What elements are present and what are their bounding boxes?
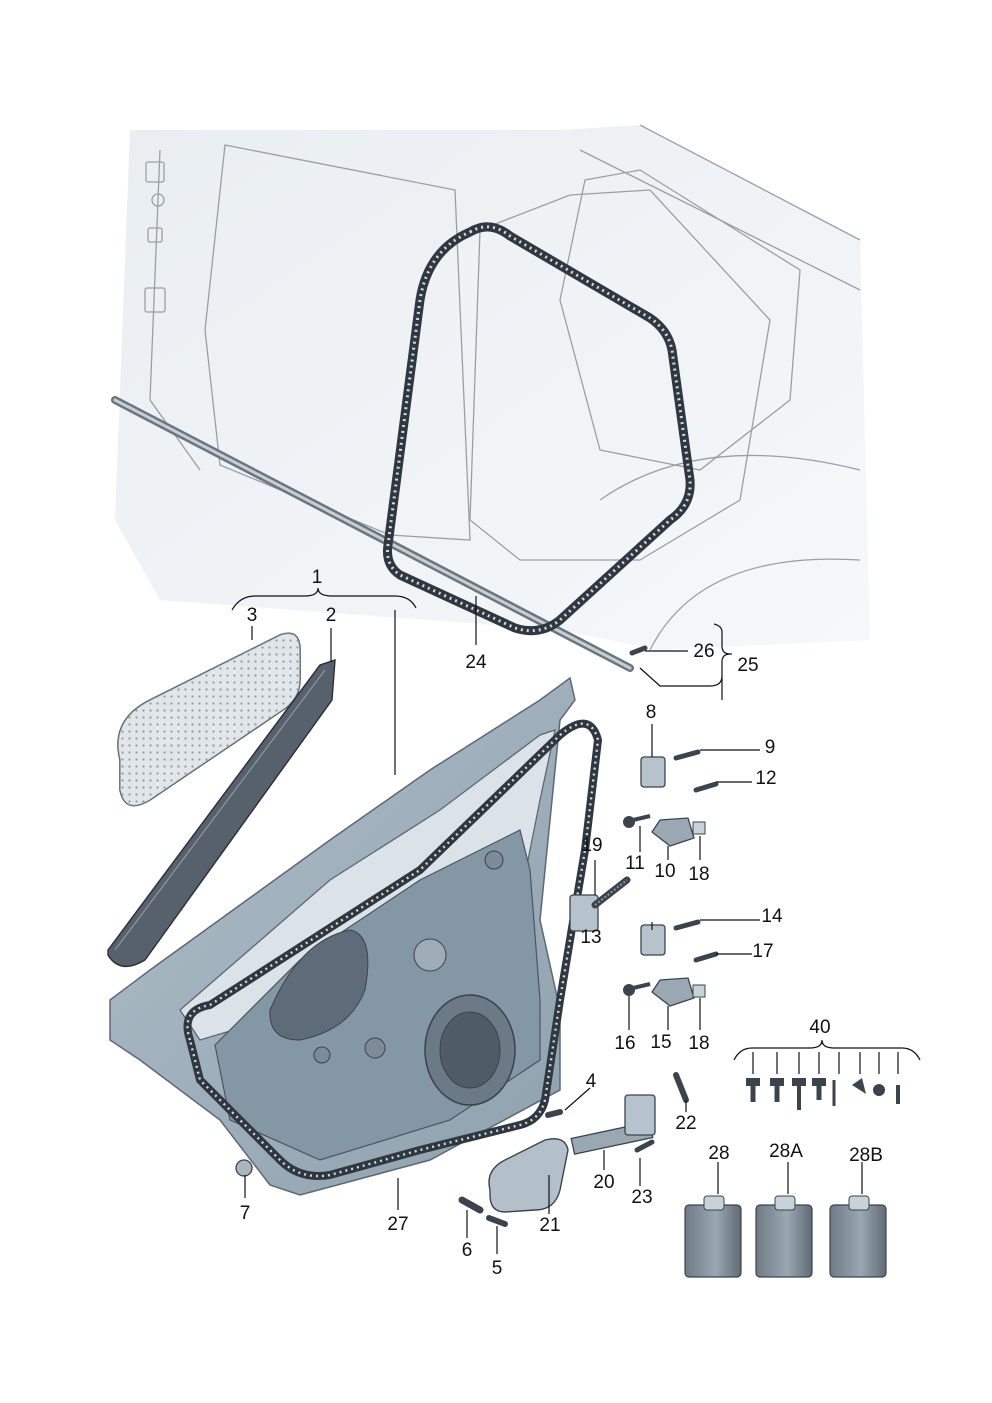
grease-container-28 xyxy=(684,1195,742,1278)
callout-28a: 28A xyxy=(769,1141,803,1162)
lower-hinge-assembly xyxy=(623,919,719,1007)
handle-housing xyxy=(488,1138,569,1213)
small-fasteners xyxy=(235,645,648,1227)
callout-24: 24 xyxy=(465,652,487,673)
callout-15: 15 xyxy=(650,1032,671,1053)
door-check-strap xyxy=(545,1072,689,1155)
callout-19: 19 xyxy=(581,835,602,856)
callout-4: 4 xyxy=(586,1071,597,1092)
callout-6: 6 xyxy=(462,1240,473,1261)
door-trim-strip-2 xyxy=(107,659,336,968)
callout-18-upper: 18 xyxy=(688,864,709,885)
callout-40: 40 xyxy=(809,1017,830,1038)
callout-10: 10 xyxy=(654,861,675,882)
callout-27: 27 xyxy=(387,1214,408,1235)
callout-11: 11 xyxy=(625,853,645,874)
door-striker-bolt xyxy=(569,876,631,932)
callout-12: 12 xyxy=(755,768,776,789)
callout-16: 16 xyxy=(614,1033,635,1054)
door-shell xyxy=(109,676,576,1196)
callout-8: 8 xyxy=(646,702,657,723)
car-body-outline xyxy=(115,124,870,651)
bolt-assortment xyxy=(746,1078,900,1110)
callout-labels: 1 3 2 24 26 25 8 9 12 19 11 10 18 14 13 … xyxy=(240,567,883,1279)
callout-18-lower: 18 xyxy=(688,1033,709,1054)
callout-13: 13 xyxy=(580,927,601,948)
callout-3: 3 xyxy=(247,605,258,626)
callout-17: 17 xyxy=(752,941,773,962)
callout-21: 21 xyxy=(539,1215,560,1236)
callout-9: 9 xyxy=(765,737,776,758)
callout-5: 5 xyxy=(492,1258,503,1279)
grease-container-28a xyxy=(755,1195,813,1278)
callout-14: 14 xyxy=(761,906,783,927)
callout-28b: 28B xyxy=(849,1145,883,1166)
callout-20: 20 xyxy=(593,1172,614,1193)
callout-28: 28 xyxy=(708,1143,729,1164)
callout-22: 22 xyxy=(675,1113,696,1134)
callout-1: 1 xyxy=(312,567,323,588)
callout-26: 26 xyxy=(693,641,714,662)
callout-23: 23 xyxy=(631,1187,652,1208)
leader-lines xyxy=(231,587,921,1254)
door-opening-seal xyxy=(383,222,695,636)
grease-container-28b xyxy=(829,1195,887,1278)
callout-25: 25 xyxy=(737,655,758,676)
callout-2: 2 xyxy=(326,605,337,626)
upper-hinge-assembly xyxy=(623,749,719,847)
callout-7: 7 xyxy=(240,1203,251,1224)
